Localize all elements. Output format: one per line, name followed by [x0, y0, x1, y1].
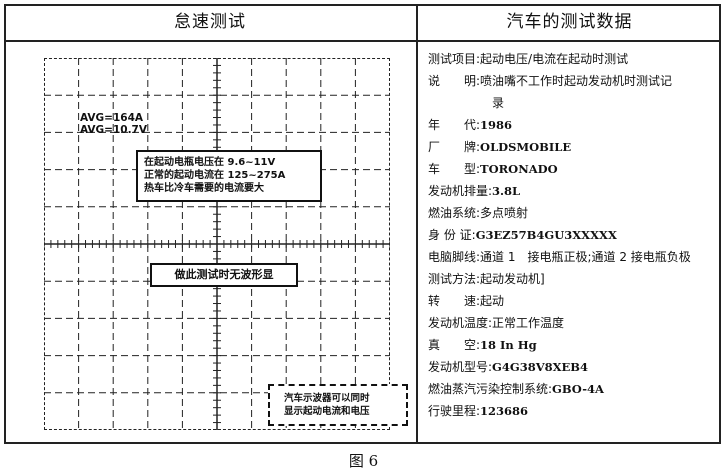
data-value: 1986 [480, 118, 513, 132]
data-row-displacement: 发动机排量:3.8L [428, 180, 716, 202]
figure-frame [4, 4, 721, 444]
data-label: 测试方法: [428, 272, 481, 286]
data-value: G3EZ57B4GU3XXXXX [475, 228, 617, 242]
note-line: 热车比冷车需要的电流要大 [144, 183, 264, 194]
data-value: 起动 [480, 294, 505, 308]
data-row-description: 说 明:喷油嘴不工作时起动发动机时测试记录 [428, 70, 716, 114]
data-value: TORONADO [480, 162, 558, 176]
data-row-evap-system: 燃油蒸汽污染控制系统:GBO-4A [428, 378, 716, 400]
idle-test-header: 怠速测试 [174, 12, 246, 32]
note-line: 正常的起动电流在 125~275A [144, 170, 286, 181]
vehicle-test-data-list: 测试项目:起动电压/电流在起动时测试 说 明:喷油嘴不工作时起动发动机时测试记录… [428, 48, 716, 422]
data-row-mileage: 行驶里程:123686 [428, 400, 716, 422]
data-value-continued: 录 [492, 96, 505, 110]
no-waveform-note: 做此测试时无波形显 [150, 263, 298, 287]
data-label: 发动机温度: [428, 316, 493, 330]
data-label: 转 速: [428, 294, 481, 308]
column-divider [416, 4, 418, 444]
data-row-test-item: 测试项目:起动电压/电流在起动时测试 [428, 48, 716, 70]
data-row-engine-code: 发动机型号:G4G38V8XEB4 [428, 356, 716, 378]
cranking-spec-note: 在起动电瓶电压在 9.6~11V 正常的起动电流在 125~275A 热车比冷车… [136, 150, 322, 202]
data-value: 3.8L [492, 184, 521, 198]
data-row-fuel-system: 燃油系统:多点喷射 [428, 202, 716, 224]
header-divider [4, 40, 721, 42]
figure-caption: 图 6 [348, 452, 379, 470]
data-label: 电脑脚线: [428, 250, 481, 264]
note-line: 汽车示波器可以同时 [284, 393, 370, 404]
data-value: G4G38V8XEB4 [492, 360, 589, 374]
data-label: 发动机排量: [428, 184, 493, 198]
data-label: 燃油蒸汽污染控制系统: [428, 382, 553, 396]
avg-current-readout: AVG=164A [80, 112, 143, 124]
data-label: 测试项目: [428, 52, 481, 66]
data-label: 燃油系统: [428, 206, 481, 220]
data-label: 说 明: [428, 74, 481, 88]
data-value: OLDSMOBILE [480, 140, 572, 154]
data-value: 通道 1 接电瓶正极;通道 2 接电瓶负极 [480, 250, 691, 264]
data-row-model: 车 型:TORONADO [428, 158, 716, 180]
data-value: 123686 [480, 404, 529, 418]
data-row-year: 年 代:1986 [428, 114, 716, 136]
data-label: 真 空: [428, 338, 481, 352]
data-row-ecu-wiring: 电脑脚线:通道 1 接电瓶正极;通道 2 接电瓶负极 [428, 246, 716, 268]
data-value: 正常工作温度 [492, 316, 565, 330]
data-label: 厂 牌: [428, 140, 481, 154]
data-value: 18 In Hg [480, 338, 537, 352]
note-line: 在起动电瓶电压在 9.6~11V [144, 157, 276, 168]
data-row-make: 厂 牌:OLDSMOBILE [428, 136, 716, 158]
data-value: 起动电压/电流在起动时测试 [480, 52, 629, 66]
data-row-vin: 身 份 证:G3EZ57B4GU3XXXXX [428, 224, 716, 246]
data-value: 起动发动机] [480, 272, 545, 286]
data-label: 身 份 证: [428, 228, 476, 242]
oscilloscope-grid [44, 58, 390, 430]
data-value: 喷油嘴不工作时起动发动机时测试记 [480, 74, 673, 88]
data-label: 行驶里程: [428, 404, 481, 418]
note-line: 显示起动电流和电压 [284, 406, 370, 417]
data-label: 年 代: [428, 118, 481, 132]
data-label: 发动机型号: [428, 360, 493, 374]
data-value: 多点喷射 [480, 206, 529, 220]
data-label: 车 型: [428, 162, 481, 176]
data-row-test-method: 测试方法:起动发动机] [428, 268, 716, 290]
avg-voltage-readout: AVG=10.7V [80, 124, 147, 136]
data-row-rpm: 转 速:起动 [428, 290, 716, 312]
vehicle-data-header: 汽车的测试数据 [506, 12, 633, 32]
data-row-vacuum: 真 空:18 In Hg [428, 334, 716, 356]
scope-capability-note: 汽车示波器可以同时 显示起动电流和电压 [268, 384, 408, 426]
data-value: GBO-4A [552, 382, 604, 396]
data-row-engine-temp: 发动机温度:正常工作温度 [428, 312, 716, 334]
